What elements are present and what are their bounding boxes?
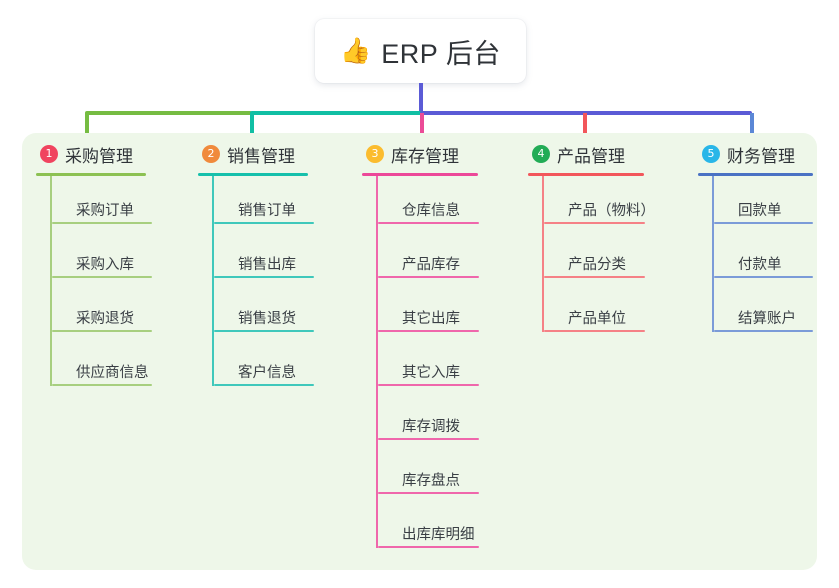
branch-header-rule-5 <box>698 173 813 176</box>
branch-badge-4: 4 <box>532 145 550 163</box>
list-item[interactable]: 产品单位 <box>544 278 693 332</box>
branch-items-1: 采购订单 采购入库 采购退货 供应商信息 <box>50 176 196 386</box>
branch-header-rule-2 <box>198 173 308 176</box>
item-label: 客户信息 <box>238 365 296 382</box>
branch-header-4[interactable]: 4 产品管理 <box>528 140 693 168</box>
branch-badge-2: 2 <box>202 145 220 163</box>
branch-badge-5: 5 <box>702 145 720 163</box>
branch-items-2: 销售订单 销售出库 销售退货 客户信息 <box>212 176 358 386</box>
list-item[interactable]: 客户信息 <box>214 332 358 386</box>
list-item[interactable]: 产品库存 <box>378 224 527 278</box>
branch-items-4: 产品（物料） 产品分类 产品单位 <box>542 176 693 332</box>
branch-header-rule-1 <box>36 173 146 176</box>
branch-header-rule-3 <box>362 173 478 176</box>
branch-column-inventory: 3 库存管理 仓库信息 产品库存 其它出库 其它入库 库存调拨 库存盘点 出库库… <box>362 140 527 548</box>
branch-items-5: 回款单 付款单 结算账户 <box>712 176 828 332</box>
list-item[interactable]: 采购退货 <box>52 278 196 332</box>
item-label: 其它入库 <box>402 365 460 382</box>
root-title: ERP 后台 <box>381 38 501 69</box>
item-label: 销售出库 <box>238 257 296 274</box>
list-item[interactable]: 回款单 <box>714 176 828 224</box>
list-item[interactable]: 其它入库 <box>378 332 527 386</box>
list-item[interactable]: 销售订单 <box>214 176 358 224</box>
list-item[interactable]: 出库库明细 <box>378 494 527 548</box>
branch-title-1: 采购管理 <box>65 146 133 166</box>
list-item[interactable]: 仓库信息 <box>378 176 527 224</box>
list-item[interactable]: 销售退货 <box>214 278 358 332</box>
branch-header-5[interactable]: 5 财务管理 <box>698 140 828 168</box>
item-label: 产品单位 <box>568 311 626 328</box>
branch-badge-1: 1 <box>40 145 58 163</box>
item-label: 付款单 <box>738 257 782 274</box>
list-item[interactable]: 销售出库 <box>214 224 358 278</box>
item-label: 结算账户 <box>738 311 796 328</box>
list-item[interactable]: 采购订单 <box>52 176 196 224</box>
branch-column-product: 4 产品管理 产品（物料） 产品分类 产品单位 <box>528 140 693 332</box>
item-label: 回款单 <box>738 203 782 220</box>
branch-column-purchasing: 1 采购管理 采购订单 采购入库 采购退货 供应商信息 <box>36 140 196 386</box>
branch-column-sales: 2 销售管理 销售订单 销售出库 销售退货 客户信息 <box>198 140 358 386</box>
item-label: 产品（物料） <box>568 203 655 220</box>
list-item[interactable]: 采购入库 <box>52 224 196 278</box>
list-item[interactable]: 其它出库 <box>378 278 527 332</box>
list-item[interactable]: 库存盘点 <box>378 440 527 494</box>
branch-title-4: 产品管理 <box>557 146 625 166</box>
branch-header-3[interactable]: 3 库存管理 <box>362 140 527 168</box>
branch-badge-3: 3 <box>366 145 384 163</box>
branch-title-5: 财务管理 <box>727 146 795 166</box>
list-item[interactable]: 库存调拨 <box>378 386 527 440</box>
branch-items-3: 仓库信息 产品库存 其它出库 其它入库 库存调拨 库存盘点 出库库明细 <box>376 176 527 548</box>
item-label: 产品库存 <box>402 257 460 274</box>
branch-header-rule-4 <box>528 173 644 176</box>
branch-title-3: 库存管理 <box>391 146 459 166</box>
item-label: 采购退货 <box>76 311 134 328</box>
branch-header-1[interactable]: 1 采购管理 <box>36 140 196 168</box>
item-label: 销售订单 <box>238 203 296 220</box>
item-label: 销售退货 <box>238 311 296 328</box>
item-label: 供应商信息 <box>76 365 149 382</box>
list-item[interactable]: 产品分类 <box>544 224 693 278</box>
branch-title-2: 销售管理 <box>227 146 295 166</box>
item-label: 其它出库 <box>402 311 460 328</box>
connector-bar-segment-teal <box>250 111 422 115</box>
root-node-card[interactable]: 👍 ERP 后台 <box>315 19 526 83</box>
list-item[interactable]: 付款单 <box>714 224 828 278</box>
item-label: 仓库信息 <box>402 203 460 220</box>
diagram-panel <box>22 133 817 570</box>
item-label: 产品分类 <box>568 257 626 274</box>
item-label: 出库库明细 <box>402 527 475 544</box>
list-item[interactable]: 产品（物料） <box>544 176 693 224</box>
thumbs-up-icon: 👍 <box>340 36 372 65</box>
list-item[interactable]: 结算账户 <box>714 278 828 332</box>
item-label: 采购订单 <box>76 203 134 220</box>
item-label: 采购入库 <box>76 257 134 274</box>
item-label: 库存盘点 <box>402 473 460 490</box>
root-stem-connector <box>419 83 423 113</box>
branch-header-2[interactable]: 2 销售管理 <box>198 140 358 168</box>
item-label: 库存调拨 <box>402 419 460 436</box>
list-item[interactable]: 供应商信息 <box>52 332 196 386</box>
branch-column-finance: 5 财务管理 回款单 付款单 结算账户 <box>698 140 828 332</box>
connector-bar-segment-green <box>85 111 252 115</box>
